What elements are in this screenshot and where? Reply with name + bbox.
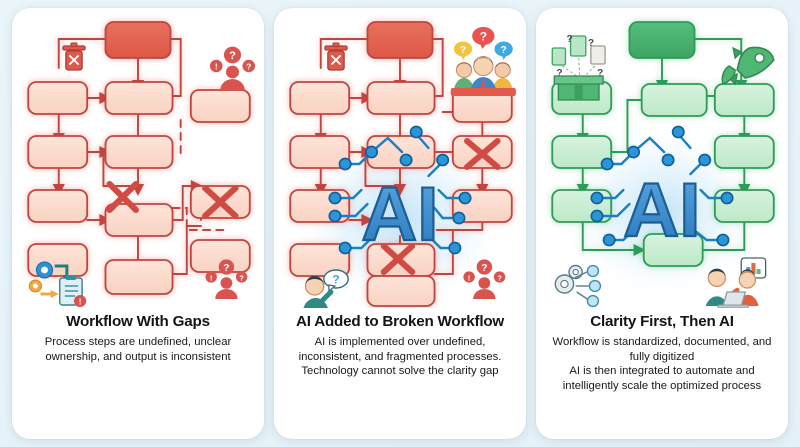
svg-text:?: ? (566, 34, 572, 45)
panel-title: Clarity First, Then AI (590, 313, 734, 330)
confused-person-icon: ? ! ? (463, 259, 506, 299)
red-x-icon (106, 181, 239, 219)
panel-caption: Workflow With Gaps Process steps are und… (12, 308, 264, 365)
thinking-person-icon: ? (303, 269, 349, 308)
team-laptop-analytics-icon (705, 257, 767, 308)
diagram-red-broken-with-ai: AI ? (274, 8, 526, 308)
svg-text:?: ? (223, 263, 229, 274)
panel-title: Workflow With Gaps (66, 313, 210, 330)
svg-text:?: ? (481, 263, 487, 274)
svg-text:?: ? (501, 45, 507, 56)
panel-desc-line: intelligently scale the optimized proces… (562, 380, 762, 393)
panel-clarity-first-then-ai[interactable]: AI ?? ?? (536, 8, 788, 439)
svg-text:!: ! (210, 273, 213, 282)
rocket-icon (721, 46, 775, 86)
svg-text:?: ? (497, 273, 502, 282)
svg-text:?: ? (229, 50, 236, 62)
ai-overlay-text: AI (361, 173, 438, 257)
panel-desc-line: inconsistent, and fragmented processes. (298, 350, 502, 363)
panel-desc-line: ownership, and output is inconsistent (45, 350, 231, 363)
panel-desc-line: AI is implemented over undefined, (314, 336, 486, 348)
panel-workflow-with-gaps[interactable]: ? ! ? ? ! ? (12, 8, 264, 439)
svg-text:?: ? (480, 30, 487, 44)
circuit-node-dot (590, 125, 734, 247)
gears-clipboard-error-icon: ! (28, 261, 87, 307)
diagram-red-broken: ? ! ? ? ! ? (12, 8, 264, 308)
panel-caption: Clarity First, Then AI Workflow is stand… (536, 308, 788, 394)
svg-text:!: ! (215, 62, 218, 72)
confused-person-icon: ? ! ? (209, 46, 256, 90)
svg-text:?: ? (597, 68, 603, 79)
svg-text:?: ? (460, 45, 466, 56)
panel-caption: AI Added to Broken Workflow AI is implem… (274, 308, 526, 379)
panel-desc-line: Process steps are undefined, unclear (44, 336, 232, 348)
diagram-green-clear-with-ai: AI ?? ?? (536, 8, 788, 308)
svg-text:?: ? (239, 273, 244, 282)
panel-desc-line: AI is then integrated to automate and (569, 365, 755, 378)
circuit-node-dot (328, 125, 472, 255)
svg-text:?: ? (246, 62, 251, 72)
panel-desc-line: Workflow is standardized, documented, an… (552, 336, 772, 348)
svg-text:?: ? (556, 68, 562, 79)
documents-box-icon: ?? ?? (551, 34, 606, 101)
trash-bin-icon (62, 42, 86, 71)
red-x-icon (380, 138, 501, 275)
svg-text:?: ? (332, 273, 339, 287)
ai-overlay-text: AI (623, 169, 700, 253)
confused-person-icon: ? ! ? (205, 259, 248, 299)
panel-desc-line: Technology cannot solve the clarity gap (301, 365, 499, 378)
svg-text:?: ? (588, 38, 594, 49)
svg-text:!: ! (468, 273, 471, 282)
panel-desc-line: fully digitized (629, 350, 695, 363)
panel-title: AI Added to Broken Workflow (295, 313, 505, 330)
trash-bin-icon (324, 42, 348, 71)
panel-ai-added-to-broken-workflow[interactable]: AI ? (274, 8, 526, 439)
svg-text:!: ! (79, 297, 82, 307)
confused-team-icon: ? ? ? (450, 27, 516, 96)
gear-network-icon (554, 264, 602, 308)
